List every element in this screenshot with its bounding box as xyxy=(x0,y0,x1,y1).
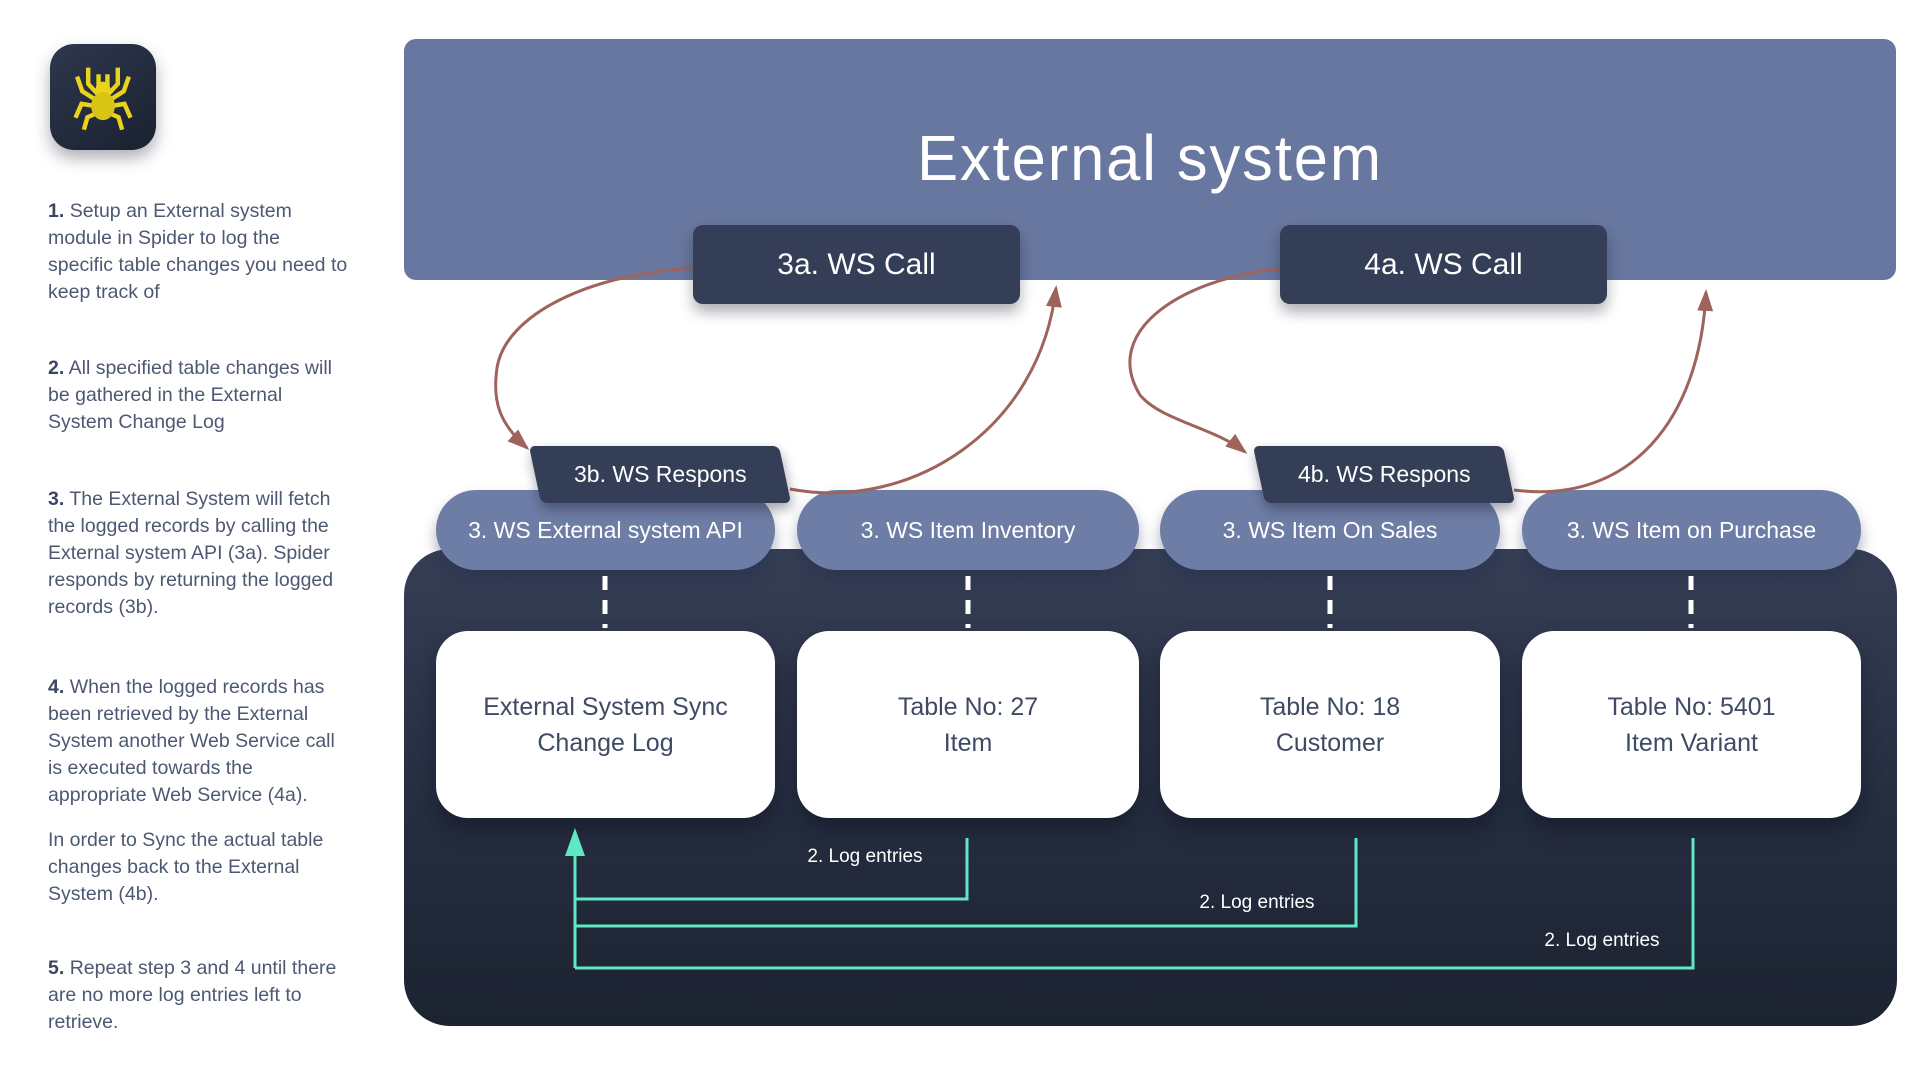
ws-call-label: 4a. WS Call xyxy=(1364,247,1523,281)
step-2: 2. All specified table changes will be g… xyxy=(48,355,348,436)
step-2-number: 2. xyxy=(48,356,65,379)
ws-respons-label: 3b. WS Respons xyxy=(573,461,747,487)
ws-respons-label: 4b. WS Respons xyxy=(1297,461,1471,487)
ws-respons-4b-box: 4b. WS Respons xyxy=(1252,446,1516,503)
step-4-text: When the logged records has been retriev… xyxy=(48,675,335,806)
step-1-number: 1. xyxy=(48,199,65,222)
step-2-text: All specified table changes will be gath… xyxy=(48,356,333,433)
ws-pill-label: 3. WS External system API xyxy=(468,516,743,543)
spider-icon xyxy=(66,58,140,137)
table-box-line1: Table No: 5401 xyxy=(1607,692,1776,721)
log-entries-label-3: 2. Log entries xyxy=(1544,930,1660,951)
ws-pill-label: 3. WS Item on Purchase xyxy=(1566,516,1817,543)
table-box-line2: Item xyxy=(943,728,993,757)
ws-pill-label: 3. WS Item On Sales xyxy=(1222,516,1438,543)
table-item-box: Table No: 27 Item xyxy=(797,631,1139,818)
table-box-line1: Table No: 27 xyxy=(897,692,1039,721)
ws-respons-3b-box: 3b. WS Respons xyxy=(528,446,792,503)
ws-item-on-purchase-pill: 3. WS Item on Purchase xyxy=(1522,490,1861,570)
step-4-text2: In order to Sync the actual table change… xyxy=(48,828,324,905)
ws-call-4a-box: 4a. WS Call xyxy=(1280,225,1607,304)
step-5-number: 5. xyxy=(48,956,65,979)
external-system-box: External system xyxy=(404,39,1896,280)
step-4: 4. When the logged records has been retr… xyxy=(48,674,348,809)
step-4-number: 4. xyxy=(48,675,65,698)
table-box-line2: Item Variant xyxy=(1625,728,1758,757)
ws-external-system-api-pill: 3. WS External system API xyxy=(436,490,775,570)
ws-item-inventory-pill: 3. WS Item Inventory xyxy=(797,490,1139,570)
external-system-title: External system xyxy=(917,122,1383,194)
log-entries-label-1: 2. Log entries xyxy=(807,846,923,867)
step-1-text: Setup an External system module in Spide… xyxy=(48,199,348,303)
ws-call-label: 3a. WS Call xyxy=(777,247,936,281)
step-3-text: The External System will fetch the logge… xyxy=(48,487,334,618)
table-item-variant-box: Table No: 5401 Item Variant xyxy=(1522,631,1861,818)
table-box-line1: External System Sync xyxy=(483,692,728,721)
ws-item-on-sales-pill: 3. WS Item On Sales xyxy=(1160,490,1500,570)
log-entries-label-2: 2. Log entries xyxy=(1199,892,1315,913)
spider-app-logo xyxy=(50,44,156,150)
ws-pill-label: 3. WS Item Inventory xyxy=(860,516,1076,543)
step-3-number: 3. xyxy=(48,487,65,510)
ws-call-3a-box: 3a. WS Call xyxy=(693,225,1020,304)
step-4-continued: In order to Sync the actual table change… xyxy=(48,827,348,908)
table-box-line2: Customer xyxy=(1275,728,1385,757)
sync-change-log-box: External System Sync Change Log xyxy=(436,631,775,818)
table-box-line2: Change Log xyxy=(537,728,674,757)
table-customer-box: Table No: 18 Customer xyxy=(1160,631,1500,818)
table-box-line1: Table No: 18 xyxy=(1259,692,1401,721)
step-5-text: Repeat step 3 and 4 until there are no m… xyxy=(48,956,337,1033)
step-1: 1. Setup an External system module in Sp… xyxy=(48,198,348,306)
step-3: 3. The External System will fetch the lo… xyxy=(48,486,348,621)
step-5: 5. Repeat step 3 and 4 until there are n… xyxy=(48,955,348,1036)
